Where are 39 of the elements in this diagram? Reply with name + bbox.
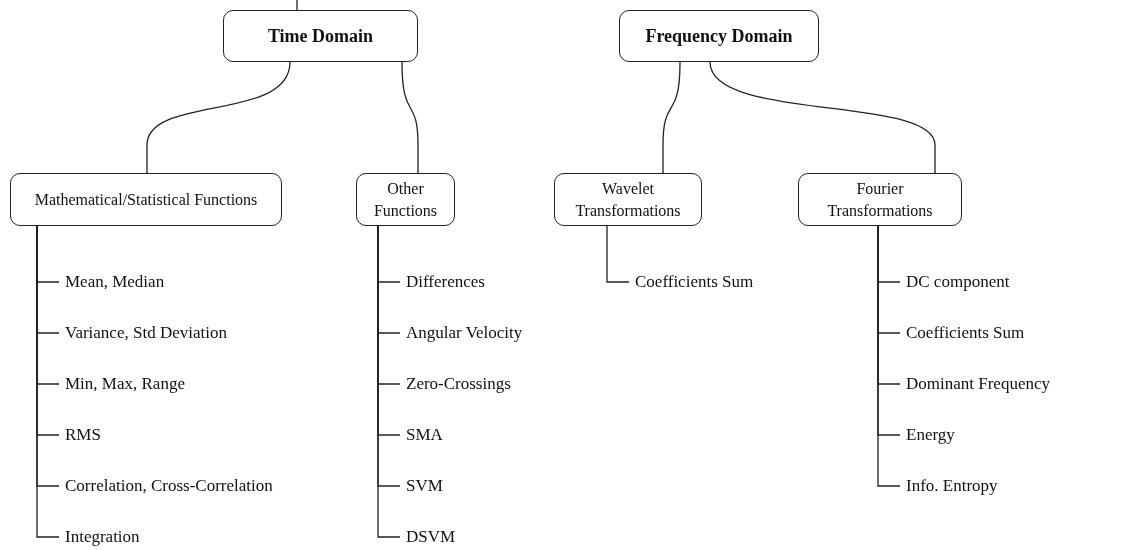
feature-label: Coefficients Sum	[629, 271, 754, 293]
feature-label: DSVM	[400, 526, 456, 548]
feature-label: Energy	[900, 424, 955, 446]
feature-label: Zero-Crossings	[400, 373, 511, 395]
category-box	[10, 173, 282, 226]
box-label: Mathematical/Statistical Functions	[34, 189, 258, 210]
feature-label: Angular Velocity	[400, 322, 523, 344]
box-label: Other Functions	[372, 178, 439, 221]
feature-label: Coefficients Sum	[900, 322, 1025, 344]
domain-box	[619, 10, 819, 62]
box-label: Time Domain	[267, 24, 374, 48]
feature-label: Info. Entropy	[900, 475, 998, 497]
feature-label: SMA	[400, 424, 443, 446]
feature-label: Correlation, Cross-Correlation	[59, 475, 273, 497]
feature-label: Variance, Std Deviation	[59, 322, 227, 344]
feature-label: Integration	[59, 526, 140, 548]
tree-connector	[662, 61, 681, 174]
tree-connector	[146, 61, 291, 174]
box-label: Fourier Transformations	[826, 178, 934, 221]
connector-line	[877, 225, 901, 487]
feature-label: SVM	[400, 475, 443, 497]
feature-label: Mean, Median	[59, 271, 165, 293]
feature-label: Differences	[400, 271, 485, 293]
connector-line	[606, 225, 630, 283]
category-box	[798, 173, 962, 226]
tree-connector	[709, 61, 936, 174]
feature-label: DC component	[900, 271, 1010, 293]
box-label: Frequency Domain	[645, 24, 793, 48]
connector-line	[296, 0, 298, 11]
feature-label: Dominant Frequency	[900, 373, 1050, 395]
category-box	[554, 173, 702, 226]
tree-connector	[401, 61, 419, 174]
domain-box	[223, 10, 418, 62]
box-label: Wavelet Transformations	[574, 178, 682, 221]
connector-line	[377, 225, 401, 538]
feature-label: RMS	[59, 424, 101, 446]
category-box	[356, 173, 455, 226]
feature-label: Min, Max, Range	[59, 373, 185, 395]
connector-line	[36, 225, 60, 538]
